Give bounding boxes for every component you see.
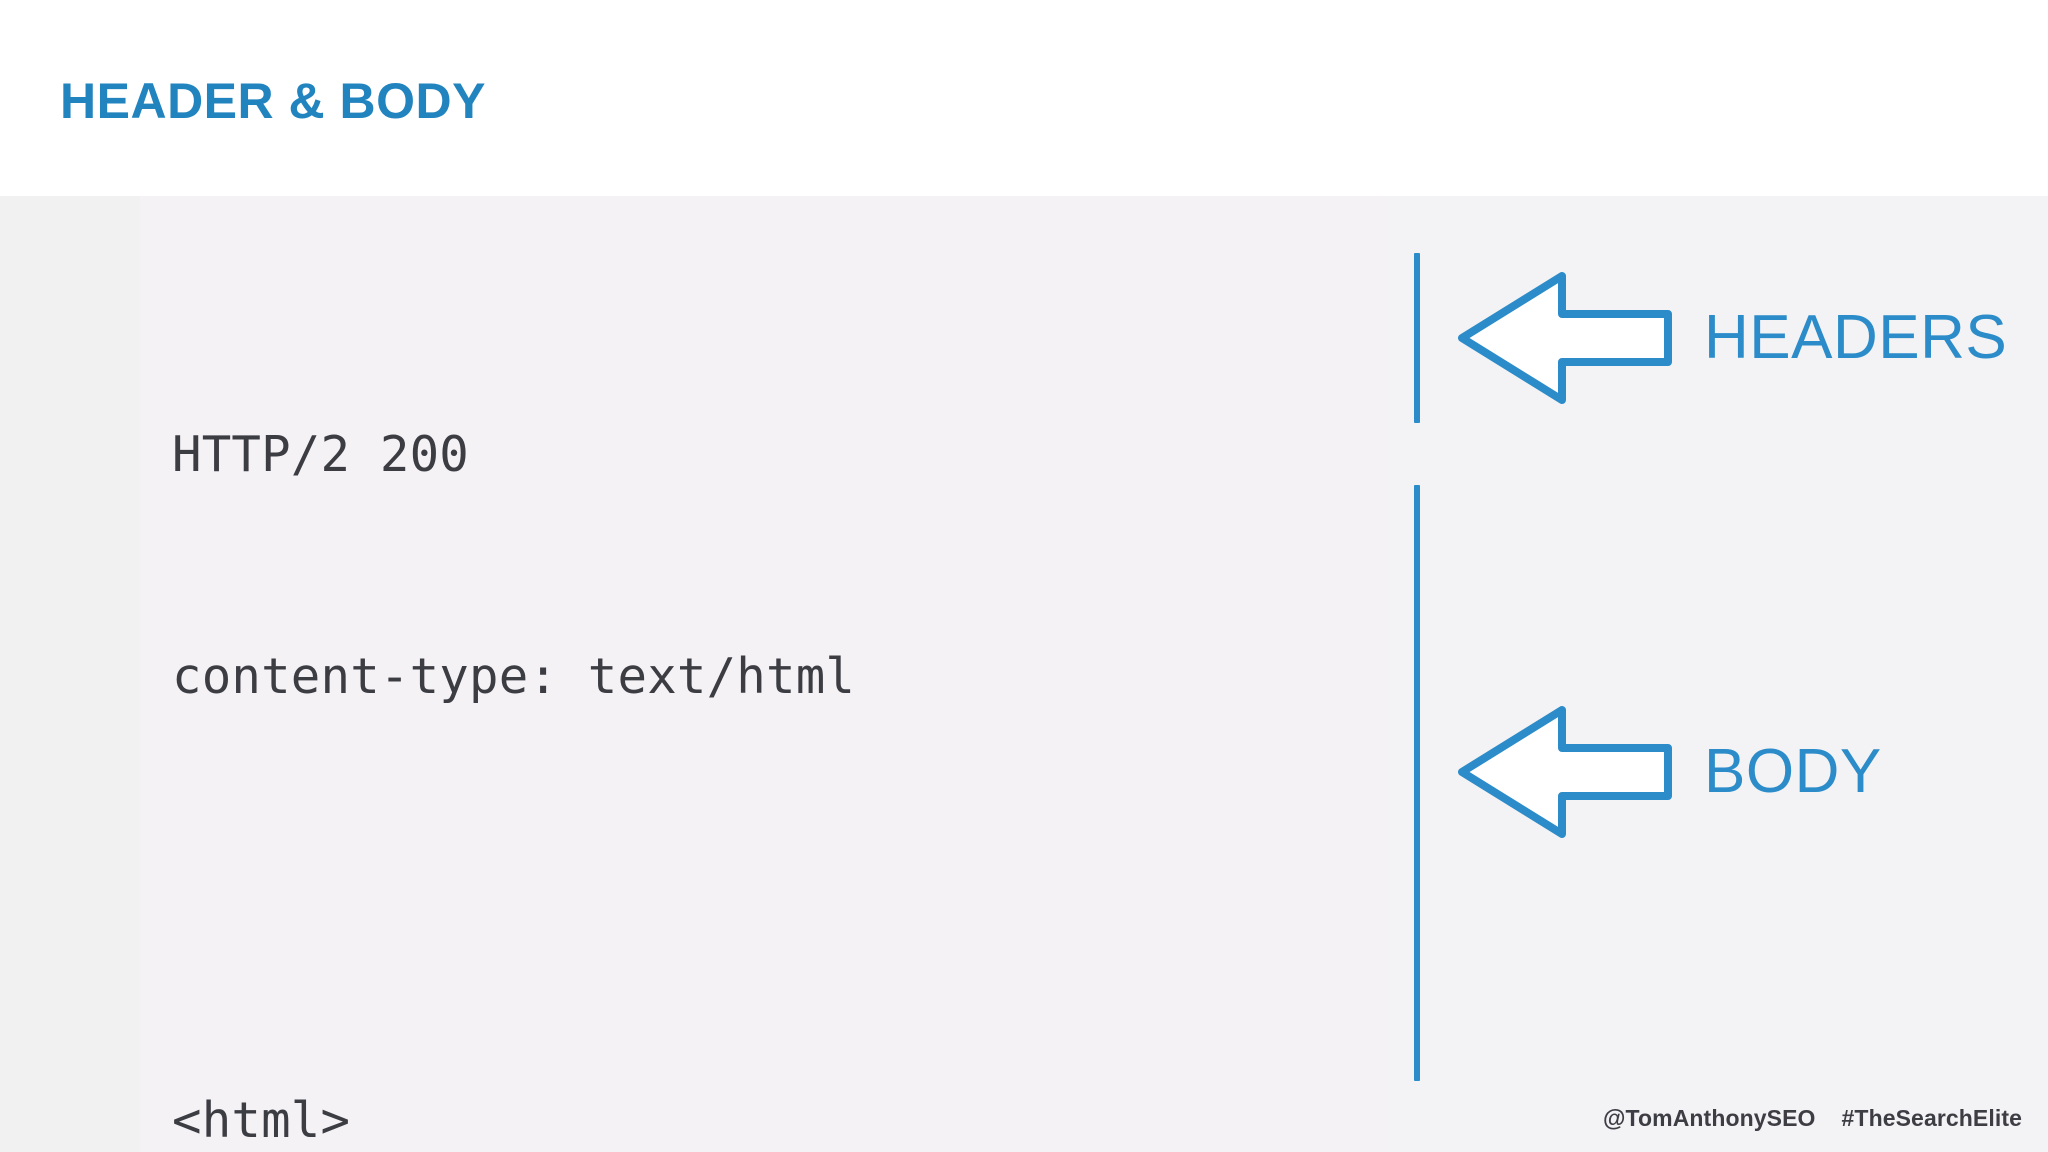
event-hashtag: #TheSearchElite — [1841, 1105, 2022, 1131]
left-arrow-icon — [1456, 268, 1674, 408]
body-callout-label: BODY — [1704, 737, 1882, 806]
headers-callout: HEADERS — [1456, 268, 2007, 408]
footer: @TomAnthonySEO #TheSearchElite — [1603, 1105, 2022, 1132]
headers-callout-label: HEADERS — [1704, 303, 2008, 372]
title-band: HEADER & BODY — [0, 0, 2048, 196]
http-response-code-block: HTTP/2 200 content-type: text/html <html… — [172, 270, 1093, 1152]
body-range-marker — [1414, 485, 1420, 1081]
code-line: HTTP/2 200 — [172, 426, 470, 483]
panel-band-center — [140, 196, 1388, 1152]
panel-band-left — [0, 196, 140, 1152]
left-arrow-icon — [1456, 702, 1674, 842]
body-callout: BODY — [1456, 702, 1882, 842]
page-title: HEADER & BODY — [60, 73, 486, 129]
headers-range-marker — [1414, 253, 1420, 423]
twitter-handle: @TomAnthonySEO — [1603, 1105, 1816, 1131]
code-line-blank — [172, 862, 1093, 936]
code-line: <html> — [172, 1092, 351, 1149]
code-line: content-type: text/html — [172, 648, 856, 705]
content-panel: HTTP/2 200 content-type: text/html <html… — [0, 196, 2048, 1152]
